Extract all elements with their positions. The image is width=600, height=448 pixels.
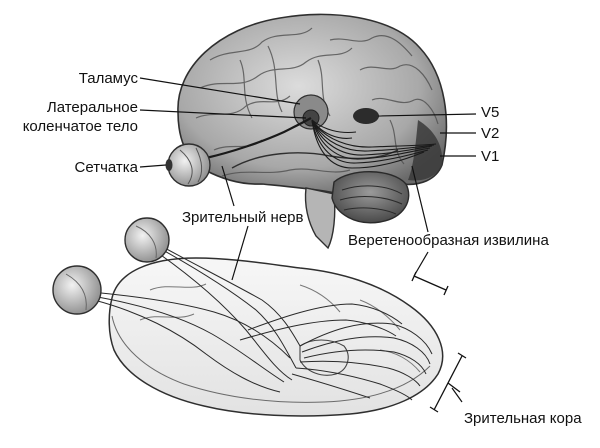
v1-label: V1: [481, 148, 500, 165]
retina-label: Сетчатка: [74, 159, 138, 176]
thalamus-label: Таламус: [78, 70, 138, 87]
leader-fusiform-lower: [413, 251, 429, 277]
leader-lines: [139, 77, 477, 281]
leader-thalamus: [139, 77, 301, 105]
optic-nerve-label: Зрительный нерв: [182, 209, 304, 226]
upper-optic-nerve: [205, 117, 312, 160]
leader-fusiform: [411, 165, 429, 233]
ventral-slab-shape: [108, 257, 444, 417]
leader-visual-cortex: [451, 387, 463, 403]
lgn-label-line1: Латеральное: [46, 99, 138, 116]
v2-label: V2: [481, 125, 500, 142]
upper-eye: [165, 143, 211, 187]
leader-retina: [139, 164, 167, 168]
lateral-brain: [177, 13, 448, 250]
leader-v5: [377, 113, 477, 117]
visual-cortex-label: Зрительная кора: [464, 410, 582, 427]
bracket-fusiform: [411, 271, 449, 296]
ventral-slab-edge: [111, 315, 431, 403]
upper-optic-radiation: [311, 119, 437, 169]
cerebellum: [331, 171, 410, 224]
fusiform-gyrus-label: Веретенообразная извилина: [348, 232, 549, 249]
v5-region: [353, 108, 379, 124]
lower-eye-back: [124, 217, 170, 263]
leader-optic-nerve-lower: [231, 225, 249, 281]
lower-eye-front: [52, 265, 102, 315]
brainstem-shape: [304, 187, 336, 250]
leader-optic-nerve: [221, 165, 235, 207]
bracket-visual-cortex: [429, 352, 467, 413]
lower-optic-fibers: [89, 239, 433, 401]
v5-label: V5: [481, 104, 500, 121]
lgn-label-line2: коленчатое тело: [22, 118, 138, 135]
ventral-brain: [89, 239, 444, 417]
leader-lgn: [139, 109, 307, 119]
